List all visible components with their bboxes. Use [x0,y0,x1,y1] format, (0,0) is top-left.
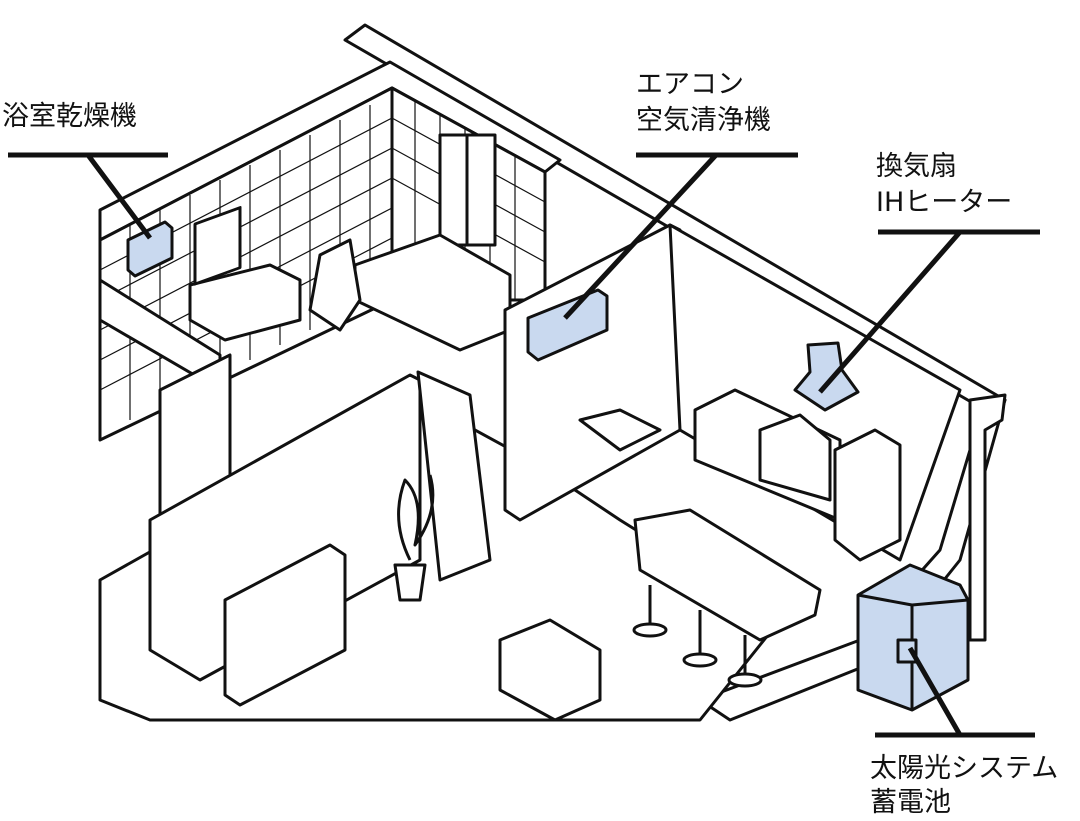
door [416,370,492,582]
leader-bathroom-dryer [8,152,168,240]
bath-mirror [193,206,242,286]
refrigerator [833,428,902,562]
storage-battery-label: 蓄電池 [870,787,951,818]
leader-storage-battery [875,646,1035,738]
downpipe [968,393,1007,642]
armchair [498,618,602,722]
stools [632,585,763,688]
air-purifier-label: 空気清浄機 [636,105,771,136]
solar-system-label: 太陽光システム [870,753,1059,784]
ventilation-fan-label: 換気扇 [876,151,957,182]
air-conditioner-unit [526,288,609,362]
dining-table [578,408,662,452]
battery-panel [896,638,918,664]
living-wall [148,373,422,682]
bar-counter [633,508,822,642]
bathroom-dryer-unit [126,220,174,278]
bathroom-dryer-label: 浴室乾燥機 [2,101,137,132]
bath-window [438,133,497,247]
vanity [188,263,302,342]
potted-plant [393,474,435,602]
ih-heater-label: IHヒーター [876,187,1013,218]
stove [758,413,832,502]
air-conditioner-label: エアコン [636,69,744,100]
callout-leaders [8,152,1040,738]
leader-range-hood [818,229,1040,394]
range-hood-unit [793,341,860,412]
leader-air-conditioner [563,152,798,320]
tv-cabinet [223,543,347,707]
toilet [308,238,362,332]
